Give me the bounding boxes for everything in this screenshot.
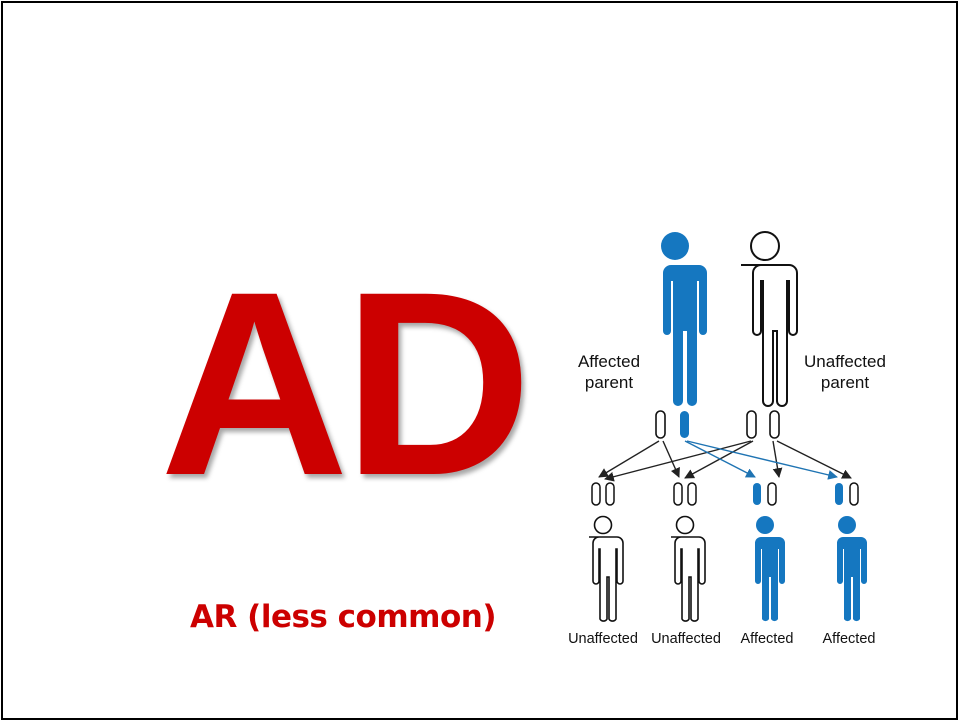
child-3-label: Affected — [741, 631, 794, 647]
inheritance-pedigree-diagram: Affected parent Unaffected parent — [568, 231, 886, 647]
child-4-alleles — [835, 482, 859, 506]
child-4-label: Affected — [823, 631, 876, 647]
child-3-affected-figure — [751, 516, 785, 622]
child-1-unaffected-figure — [589, 515, 624, 622]
child-1-alleles — [591, 482, 615, 506]
inheritance-arrows — [598, 440, 852, 482]
affected-parent-figure — [651, 232, 707, 406]
unaffected-parent-label-line1: Unaffected — [804, 352, 886, 371]
child-2-label: Unaffected — [651, 631, 721, 647]
affected-parent-alleles — [655, 410, 689, 439]
child-3-alleles — [753, 482, 777, 506]
child-4-affected-figure — [833, 516, 867, 622]
unaffected-parent-label-line2: parent — [821, 373, 869, 392]
affected-parent-label-line2: parent — [585, 373, 633, 392]
main-heading-ad: AD — [159, 237, 532, 530]
child-2-alleles — [673, 482, 697, 506]
unaffected-parent-figure — [741, 231, 798, 407]
affected-parent-label-line1: Affected — [578, 352, 640, 371]
ar-caption: AR (less common) — [190, 599, 496, 635]
child-2-unaffected-figure — [671, 515, 706, 622]
child-1-label: Unaffected — [568, 631, 638, 647]
unaffected-parent-alleles — [746, 410, 780, 439]
